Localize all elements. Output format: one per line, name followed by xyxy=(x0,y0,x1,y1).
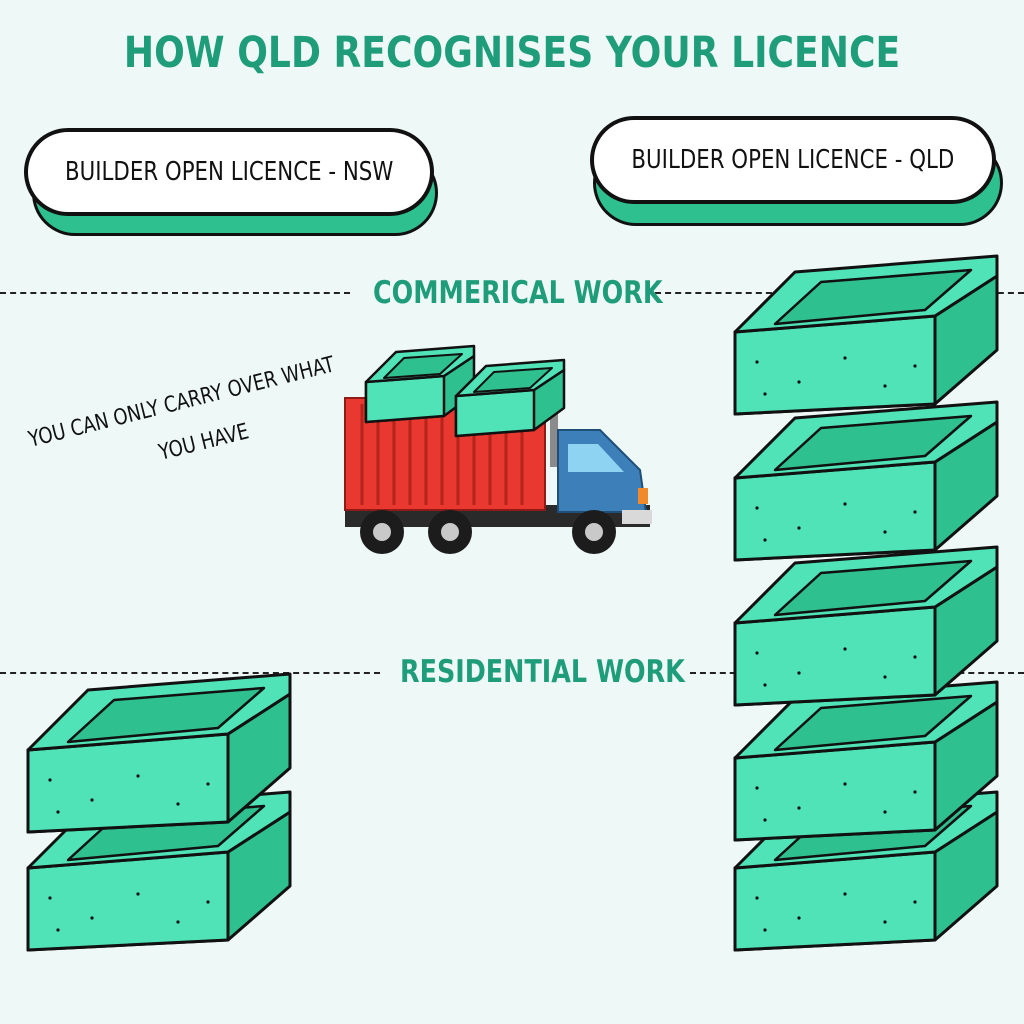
qld-block-1 xyxy=(733,254,999,416)
commercial-work-label: COMMERICAL WORK xyxy=(373,275,663,311)
residential-work-label: RESIDENTIAL WORK xyxy=(400,654,685,690)
residential-divider xyxy=(0,672,380,674)
nsw-block-stack xyxy=(26,672,292,952)
qld-block-3 xyxy=(733,545,999,707)
qld-block-stack xyxy=(733,254,999,952)
commercial-divider xyxy=(0,292,350,294)
qld-licence-label: BUILDER OPEN LICENCE - QLD xyxy=(631,145,955,175)
qld-block-2 xyxy=(733,400,999,562)
nsw-licence-label: BUILDER OPEN LICENCE - NSW xyxy=(64,157,394,187)
page-title: HOW QLD RECOGNISES YOUR LICENCE xyxy=(123,28,901,78)
